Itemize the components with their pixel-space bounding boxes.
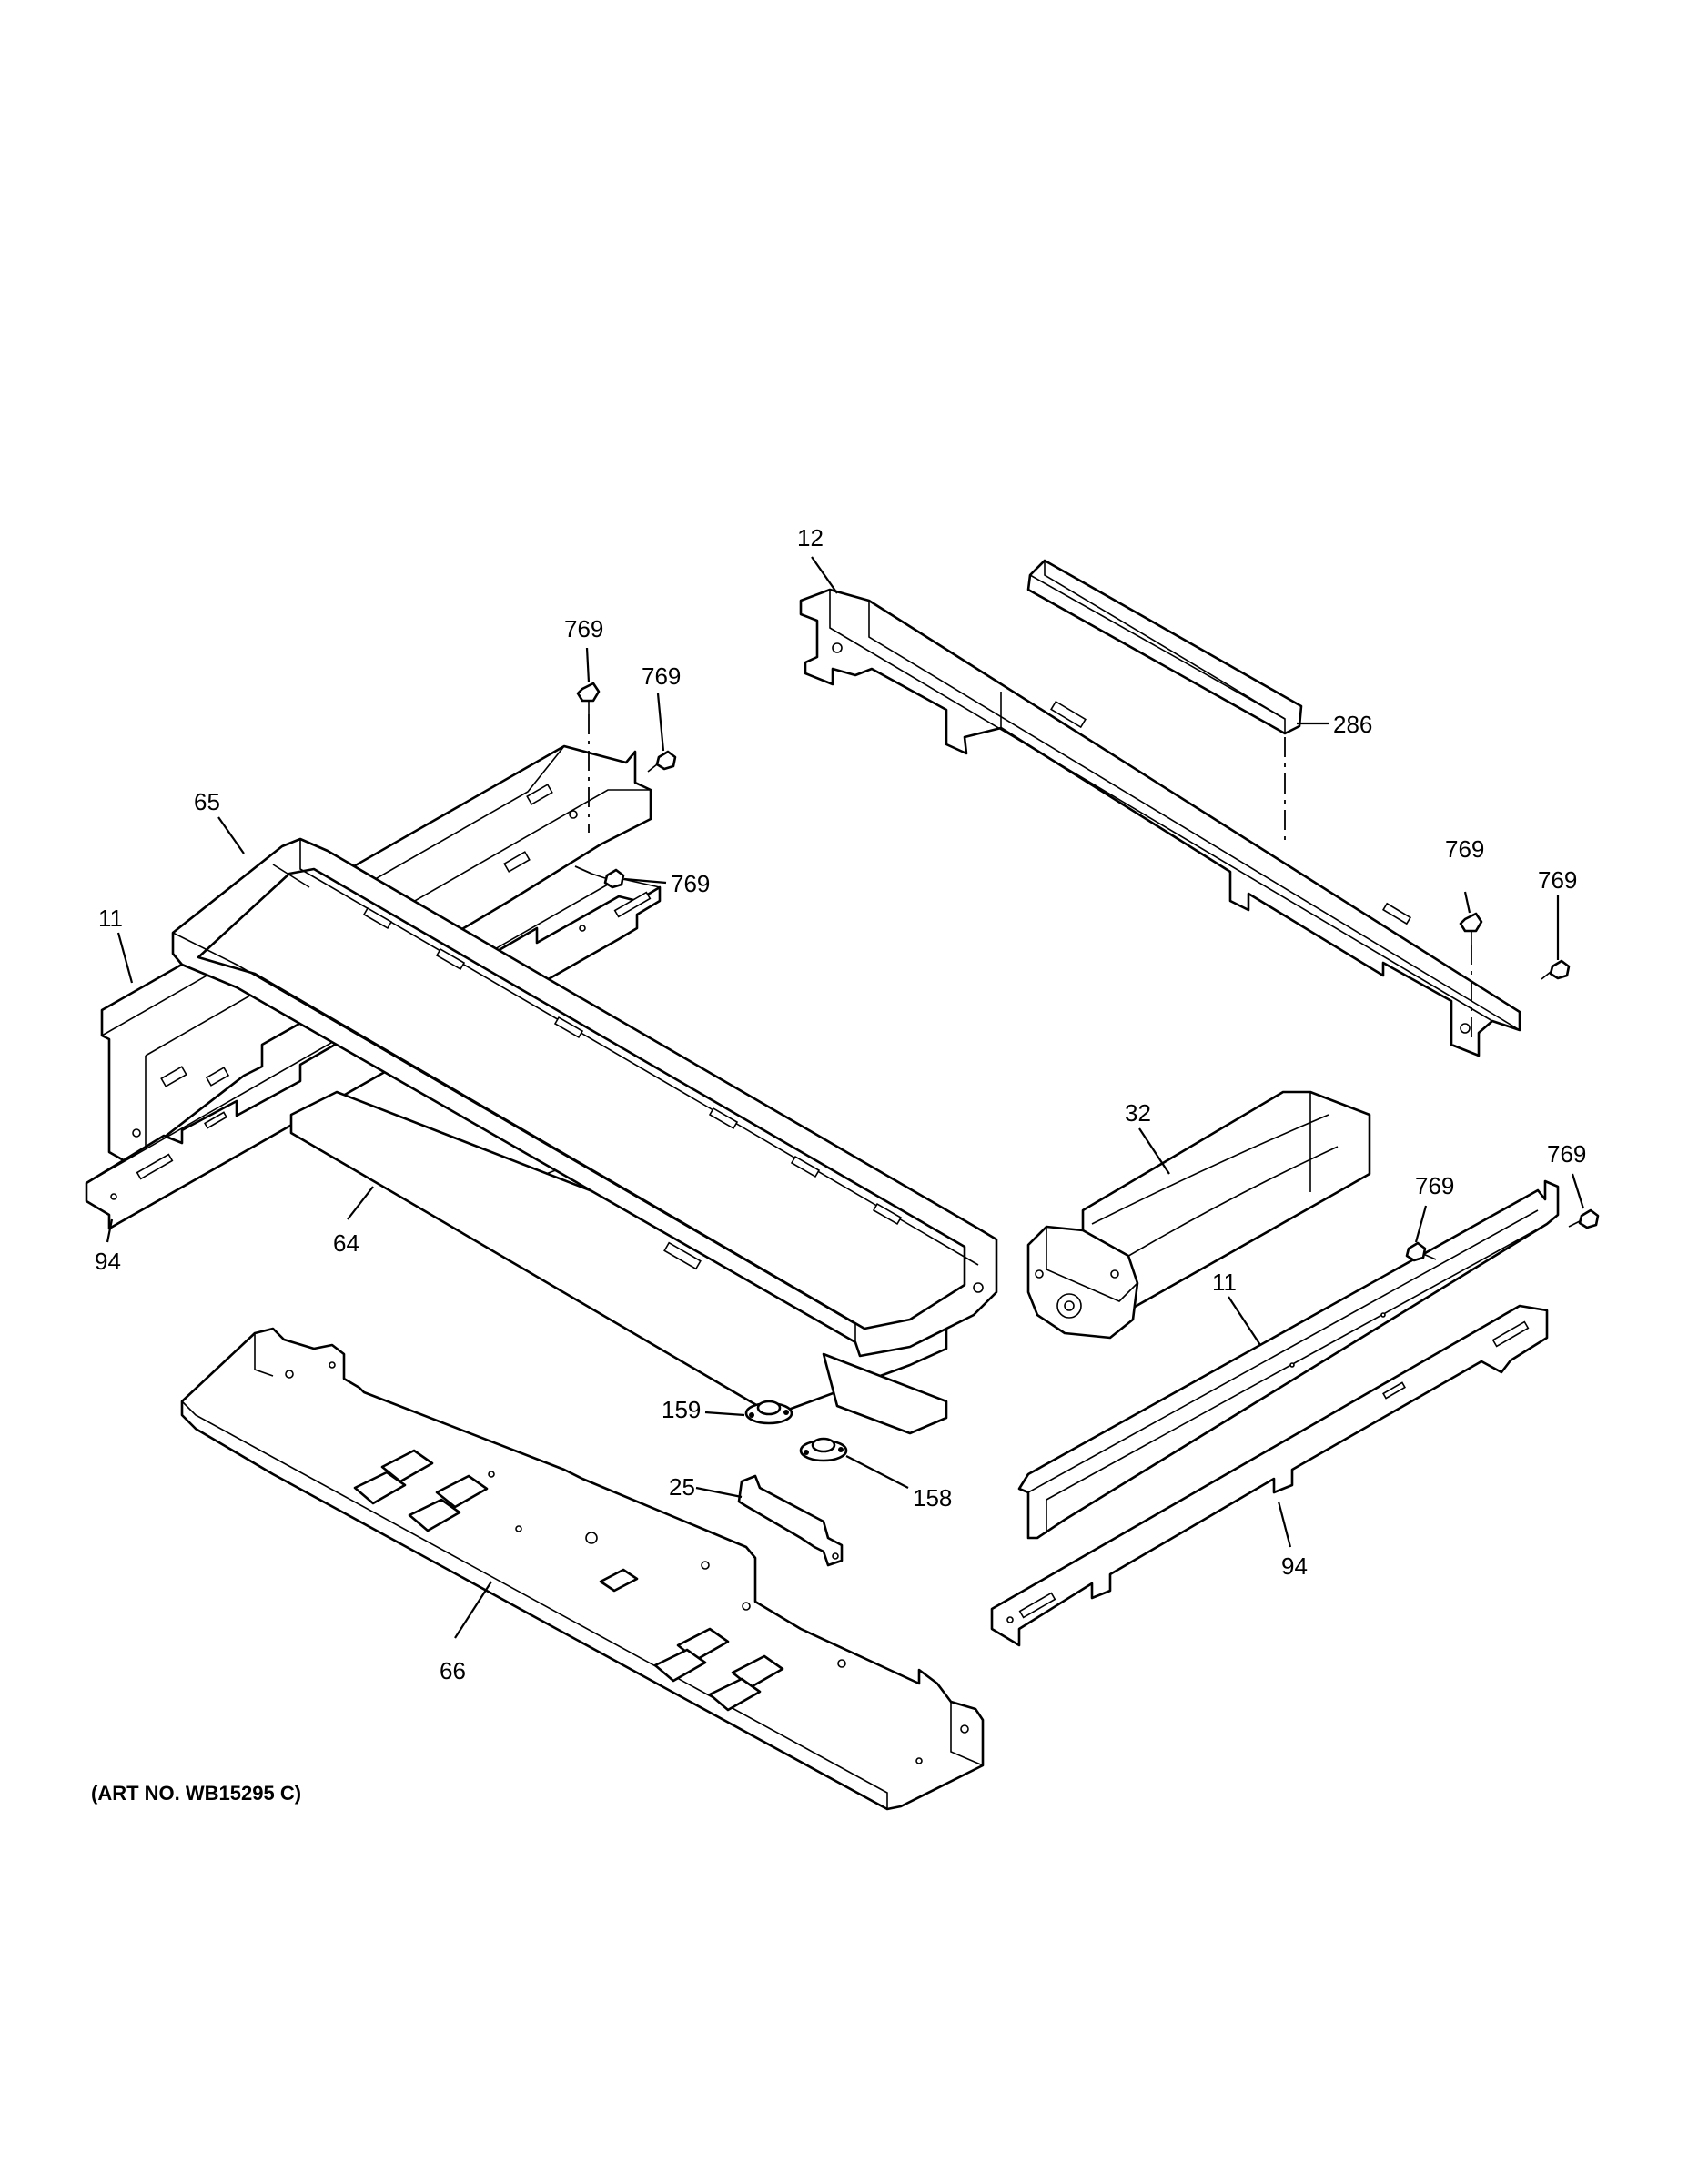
callout-65: 65 xyxy=(194,788,220,815)
part-159-thermostat[interactable] xyxy=(744,1400,793,1425)
leader-lines xyxy=(106,556,1585,1639)
callout-769-c: 769 xyxy=(671,870,710,897)
part-12-rear-channel[interactable] xyxy=(799,588,1521,1057)
callout-769-d: 769 xyxy=(1445,835,1484,863)
callout-159: 159 xyxy=(662,1396,701,1423)
alignment-line-769-c xyxy=(574,865,592,875)
part-65-frame[interactable] xyxy=(171,837,998,1358)
part-32-blower[interactable] xyxy=(1026,1090,1371,1340)
screw-769-a[interactable] xyxy=(576,682,601,714)
part-286-baffle[interactable] xyxy=(1026,559,1303,735)
callout-11-left: 11 xyxy=(98,905,123,932)
callout-25: 25 xyxy=(669,1473,695,1501)
screw-769-g[interactable] xyxy=(1568,1208,1600,1229)
callout-769-a: 769 xyxy=(564,615,603,642)
callout-32: 32 xyxy=(1125,1099,1151,1127)
screw-769-e[interactable] xyxy=(1541,959,1571,980)
part-25-bracket[interactable] xyxy=(737,1474,844,1567)
art-number: (ART NO. WB15295 C) xyxy=(91,1782,301,1805)
screw-769-f[interactable] xyxy=(1405,1241,1437,1262)
callout-12: 12 xyxy=(797,524,824,551)
callout-769-e: 769 xyxy=(1538,866,1577,894)
callout-769-b: 769 xyxy=(642,662,681,690)
screw-769-d[interactable] xyxy=(1459,912,1483,945)
part-64-panel[interactable] xyxy=(289,1090,948,1435)
callout-158: 158 xyxy=(913,1484,952,1512)
screw-769-b[interactable] xyxy=(647,750,677,773)
callout-66: 66 xyxy=(440,1657,466,1684)
screw-769-c[interactable] xyxy=(591,868,625,889)
callout-769-g: 769 xyxy=(1547,1140,1586,1168)
callout-11-right: 11 xyxy=(1212,1269,1237,1296)
callout-769-f: 769 xyxy=(1415,1172,1454,1199)
callout-286: 286 xyxy=(1333,711,1372,738)
callout-64: 64 xyxy=(333,1229,359,1257)
callout-94-left: 94 xyxy=(95,1248,121,1275)
part-158-thermostat[interactable] xyxy=(799,1437,848,1462)
part-11-right-rail[interactable] xyxy=(1017,1179,1560,1540)
part-94-right-rail[interactable] xyxy=(990,1304,1549,1647)
part-66-bottom-cover[interactable] xyxy=(180,1327,985,1811)
callout-94-right: 94 xyxy=(1281,1552,1308,1580)
